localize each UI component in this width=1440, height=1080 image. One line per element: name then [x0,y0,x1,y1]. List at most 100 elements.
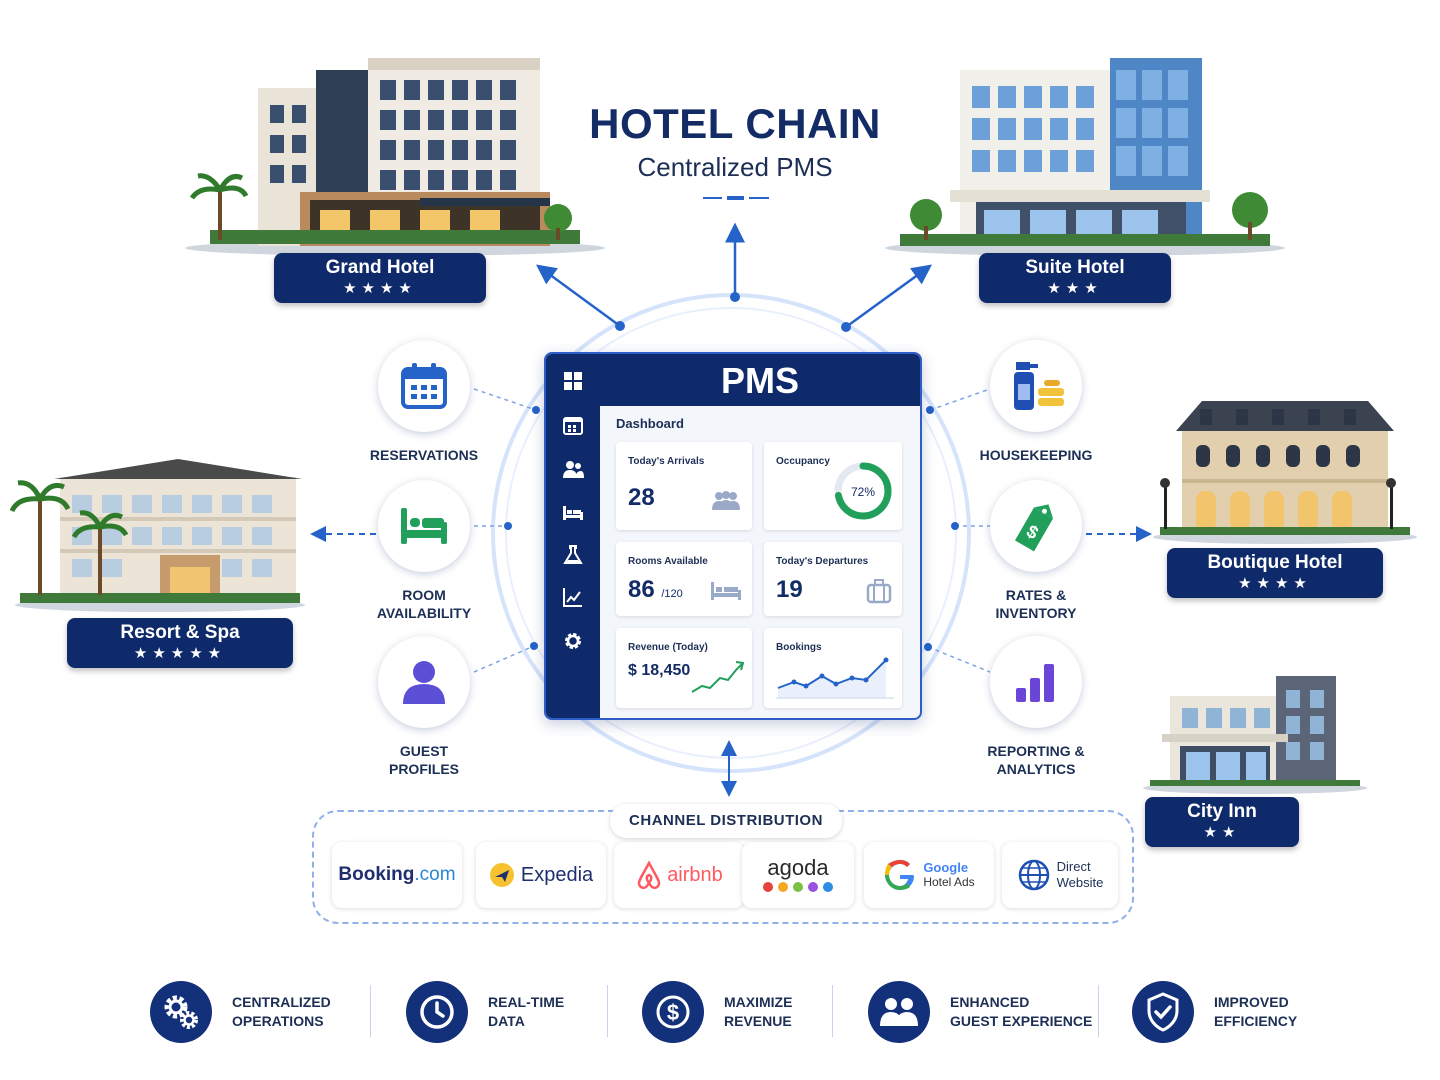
benefit-1-line1: CENTRALIZED [232,994,331,1010]
module-rates-line2: INVENTORY [995,605,1077,621]
benefit-2-line1: REAL-TIME [488,994,565,1010]
flask-icon[interactable] [562,544,584,566]
gears-icon [164,995,198,1029]
card-todays-departures[interactable]: Today's Departures 19 [764,542,902,616]
boutique-hotel-label[interactable]: Boutique Hotel ★★★★ [1167,548,1383,598]
calendar-icon[interactable] [562,414,584,436]
rooms-value: 86 [628,576,655,603]
card-rooms-available[interactable]: Rooms Available 86 /120 [616,542,752,616]
bed-icon [711,582,741,600]
pms-dashboard-window: PMS Dashboard Today's Arrivals 28 Occupa… [544,352,922,720]
benefit-1-line2: OPERATIONS [232,1013,324,1029]
calendar-icon [401,363,447,409]
module-room-availability[interactable]: ROOM AVAILABILITY [364,480,484,622]
rooms-label: Rooms Available [628,556,708,567]
shield-check-icon [1147,992,1179,1032]
channel-direct-website[interactable]: Direct Website [1002,842,1118,908]
benefit-4-line1: ENHANCED [950,994,1030,1010]
channel-expedia[interactable]: Expedia [476,842,606,908]
benefit-3-line1: MAXIMIZE [724,994,793,1010]
channel-airbnb[interactable]: airbnb [614,842,744,908]
agoda-dots-icon [763,882,833,892]
arrivals-value: 28 [628,484,655,511]
direct-line2: Website [1056,875,1104,890]
city-inn-label[interactable]: City Inn ★★ [1145,797,1299,847]
card-todays-arrivals[interactable]: Today's Arrivals 28 [616,442,752,530]
bookings-trend-chart [776,657,894,699]
grand-hotel-stars: ★★★★ [343,279,417,297]
city-inn-building [1143,676,1367,794]
revenue-trend-line [691,661,745,693]
resort-spa-label[interactable]: Resort & Spa ★★★★★ [67,618,293,668]
channel-agoda[interactable]: agoda [742,842,854,908]
benefit-divider [832,985,833,1037]
agoda-name: agoda [767,855,829,880]
resort-spa-stars: ★★★★★ [133,644,227,662]
booking-name: Booking [338,864,415,885]
module-guest-profiles-line2: PROFILES [388,761,459,777]
module-reporting-line2: ANALYTICS [996,761,1076,777]
line-chart-icon[interactable] [562,586,584,608]
suite-hotel-name: Suite Hotel [1025,257,1125,278]
rooms-total: /120 [661,588,683,600]
booking-suffix: .com [414,864,456,885]
boutique-hotel-building [1153,401,1417,544]
google-name: Google [923,860,969,875]
channel-distribution-title: CHANNEL DISTRIBUTION [610,804,842,838]
benefit-divider [607,985,608,1037]
city-inn-name: City Inn [1187,801,1257,822]
airbnb-logo-icon [637,860,661,890]
module-housekeeping[interactable]: HOUSEKEEPING [976,340,1096,464]
google-hotel-ads: Hotel Ads [923,875,975,889]
card-occupancy[interactable]: Occupancy 72% [764,442,902,530]
module-guest-profiles-line1: GUEST [399,743,449,759]
users-icon [712,491,740,510]
suite-hotel-stars: ★★★ [1047,279,1103,297]
boutique-hotel-name: Boutique Hotel [1207,552,1343,573]
departures-label: Today's Departures [776,556,869,567]
card-bookings[interactable]: Bookings [764,628,902,708]
clock-icon [420,995,454,1029]
title-sub: Centralized PMS [637,152,833,182]
benefit-centralized-operations: CENTRALIZED OPERATIONS [150,980,392,1044]
module-room-availability-line1: ROOM [402,587,446,603]
card-revenue-today[interactable]: Revenue (Today) $ 18,450 [616,628,752,708]
module-room-availability-line2: AVAILABILITY [376,605,472,621]
revenue-value: $ 18,450 [628,662,691,679]
channel-booking-com[interactable]: Booking.com [332,842,462,908]
expedia-name: Expedia [520,863,594,886]
bookings-label: Bookings [776,642,822,653]
resort-spa-building [10,459,305,612]
arrow-suite-hotel [845,264,933,329]
module-guest-profiles[interactable]: GUEST PROFILES [364,636,484,778]
module-reservations[interactable]: RESERVATIONS [364,340,484,464]
dollar-icon: $ [656,995,690,1029]
diagram-title: HOTEL CHAIN Centralized PMS [540,100,930,183]
title-main: HOTEL CHAIN [589,100,881,147]
grand-hotel-label[interactable]: Grand Hotel ★★★★ [274,253,486,303]
users-icon[interactable] [562,458,584,480]
bed-icon[interactable] [562,502,584,524]
module-reporting-analytics[interactable]: REPORTING & ANALYTICS [976,636,1096,778]
module-reporting-line1: REPORTING & [987,743,1085,759]
revenue-label: Revenue (Today) [628,642,708,653]
occupancy-label: Occupancy [776,456,830,467]
grand-hotel-building [185,58,605,256]
departures-value: 19 [776,576,803,603]
grid-icon[interactable] [562,370,584,392]
guests-icon [880,998,918,1026]
svg-text:$: $ [667,1000,679,1025]
arrivals-label: Today's Arrivals [628,456,705,467]
gear-icon[interactable] [562,630,584,652]
benefit-divider [370,985,371,1037]
grand-hotel-name: Grand Hotel [325,257,435,278]
suite-hotel-label[interactable]: Suite Hotel ★★★ [979,253,1171,303]
module-rates-inventory[interactable]: $ RATES &INVENTORY [976,480,1096,622]
channel-google-hotel-ads[interactable]: Google Hotel Ads [864,842,994,908]
suite-hotel-building [885,58,1285,256]
city-inn-stars: ★★ [1203,823,1241,841]
